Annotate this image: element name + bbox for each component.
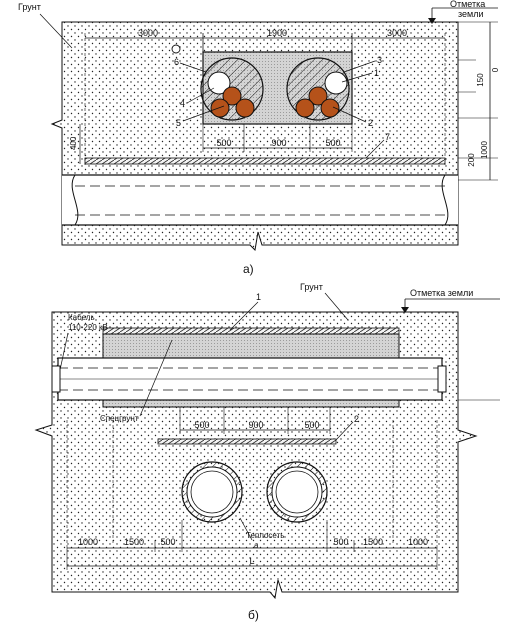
soil-leader-a	[39, 13, 73, 49]
dim-right-0: 0	[491, 67, 500, 72]
ground-mark-arrow-a	[428, 18, 436, 24]
leader-heat-network	[239, 517, 253, 541]
cable-bundle-left	[200, 57, 264, 121]
callout-7: 7	[385, 132, 390, 142]
dim-left-a: 400	[69, 136, 78, 150]
leader-3	[343, 60, 376, 73]
cable-bundle-right	[286, 57, 350, 121]
dim-bottom-5: 1500	[363, 537, 383, 547]
dim-top-3: 3000	[387, 28, 407, 38]
dim-inner-2: 900	[271, 138, 286, 148]
soil-leader-b	[324, 292, 349, 321]
dim-bottom-2: 1500	[124, 537, 144, 547]
callout-1-b: 1	[256, 292, 261, 302]
callout-2-b: 2	[354, 414, 359, 424]
dim-inner-b-2: 900	[248, 420, 263, 430]
dim-inner-3: 500	[325, 138, 340, 148]
callout-5: 5	[176, 118, 181, 128]
sub-label-a: a	[254, 541, 259, 550]
dim-inner-b-1: 500	[194, 420, 209, 430]
dim-right-200: 200	[467, 153, 476, 167]
figure-a: 3000 1900 3000 6 4	[18, 0, 500, 276]
ground-mark-label-a1: Отметка	[450, 0, 485, 9]
soil-label-b: Грунт	[300, 282, 323, 292]
callout-4: 4	[180, 98, 185, 108]
special-soil-label: Спецгрунт	[100, 414, 139, 423]
leader-1-b	[229, 301, 259, 331]
heat-pipe-right-b	[266, 461, 328, 523]
dim-total-b: L	[249, 556, 254, 566]
dim-right-1000: 1000	[480, 141, 489, 159]
dim-bottom-4: 500	[333, 537, 348, 547]
dim-bottom-6: 1000	[408, 537, 428, 547]
leader-cable	[59, 332, 69, 371]
ground-mark-label-b: Отметка земли	[410, 288, 473, 298]
ground-mark-label-a2: земли	[458, 9, 484, 19]
cable-core	[210, 98, 230, 118]
caption-a: а)	[243, 262, 254, 276]
soil-label-a: Грунт	[18, 2, 41, 12]
dim-bottom-3: 500	[160, 537, 175, 547]
ground-mark-arrow-b	[401, 307, 409, 313]
heat-network-label: Теплосеть	[246, 531, 284, 540]
callout-2: 2	[368, 118, 373, 128]
callout-3: 3	[377, 55, 382, 65]
leader-6	[179, 62, 207, 73]
figure-b: 500 900 500 1000 1500 500 500 1500 1000	[34, 282, 500, 622]
leader-7	[365, 139, 385, 159]
cable-core	[295, 98, 315, 118]
leader-2-b	[335, 421, 354, 441]
caption-b: б)	[248, 608, 259, 622]
cable-core	[222, 86, 242, 106]
callout-6: 6	[174, 57, 179, 67]
leader-2	[332, 106, 367, 123]
marker-circle-6	[171, 44, 181, 54]
heat-pipe-left-b	[181, 461, 243, 523]
cable-pipe-b	[51, 357, 447, 401]
special-soil-strip-top	[102, 327, 400, 335]
leader-special-soil	[139, 339, 173, 417]
leader-1	[341, 72, 373, 83]
protective-strip-a	[84, 157, 446, 165]
dim-inner-1: 500	[216, 138, 231, 148]
cable-label-line1: Кабель	[68, 313, 95, 322]
dim-inner-b-3: 500	[304, 420, 319, 430]
dim-right-150: 150	[476, 73, 485, 87]
callout-1: 1	[374, 68, 379, 78]
heat-pipe-a	[62, 174, 458, 226]
cable-label-line2: 110-220 кВ	[68, 323, 108, 332]
protective-strip-b	[157, 438, 337, 445]
cable-core	[320, 98, 340, 118]
dim-top-2: 1900	[267, 28, 287, 38]
dim-top-1: 3000	[138, 28, 158, 38]
dim-bottom-1: 1000	[78, 537, 98, 547]
cable-core	[235, 98, 255, 118]
leader-4	[186, 87, 215, 104]
leader-5	[182, 105, 225, 122]
cable-core	[308, 86, 328, 106]
